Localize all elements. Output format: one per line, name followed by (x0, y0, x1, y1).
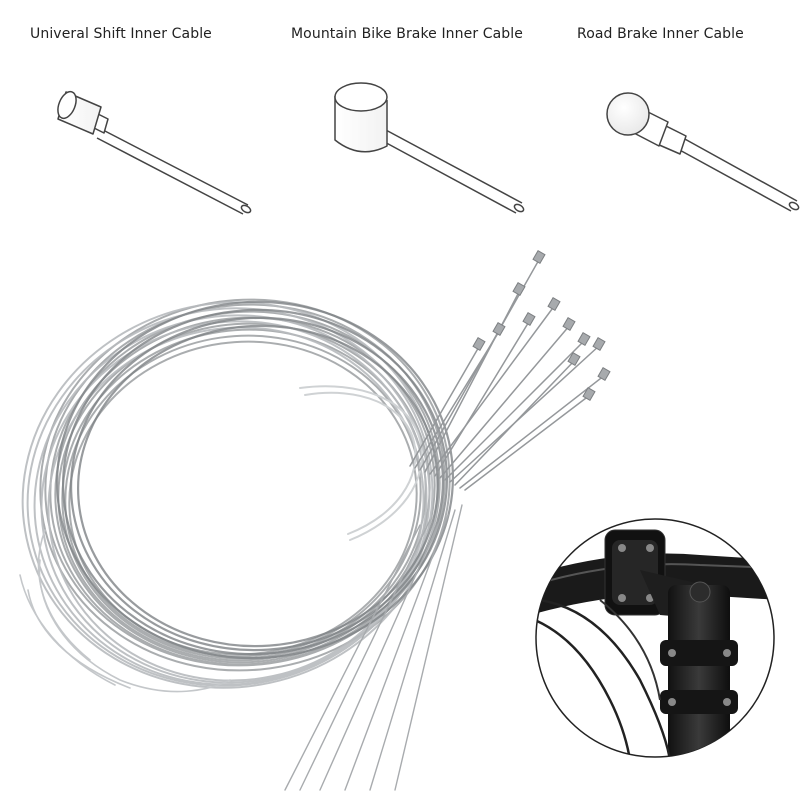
cable-coil-photo (19, 249, 611, 791)
mtb-brake-cable-illustration (334, 82, 525, 214)
label-road-brake-cable: Road Brake Inner Cable (577, 26, 744, 42)
handlebar-inset-photo (535, 518, 775, 758)
shift-cable-illustration (57, 90, 252, 215)
label-shift-cable: Univeral Shift Inner Cable (30, 26, 212, 42)
label-mtb-brake-cable: Mountain Bike Brake Inner Cable (291, 26, 523, 42)
road-brake-cable-illustration (606, 92, 800, 212)
